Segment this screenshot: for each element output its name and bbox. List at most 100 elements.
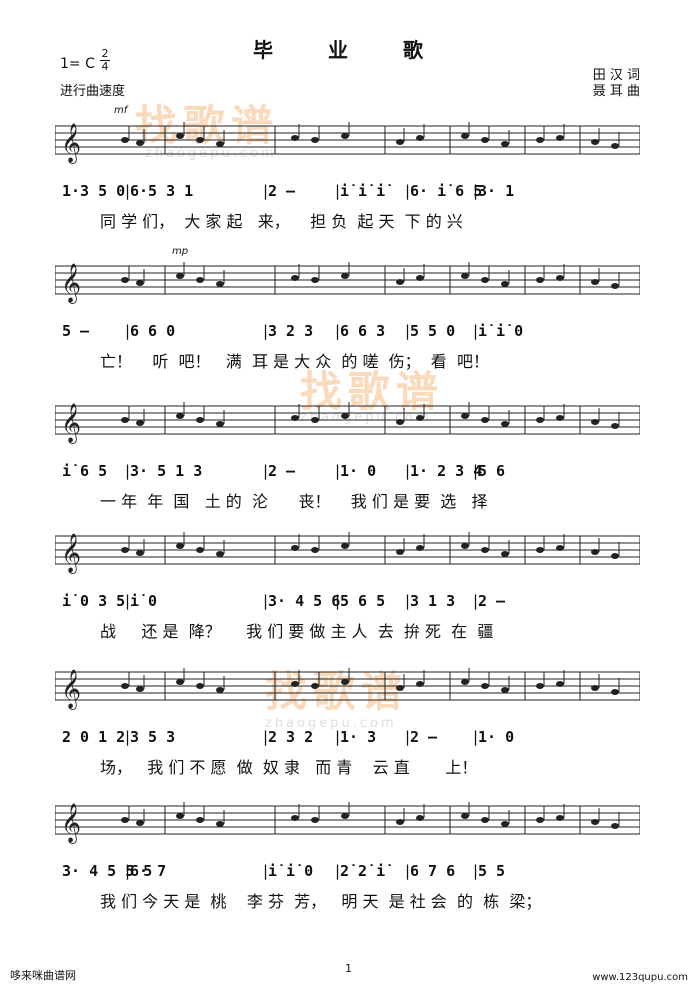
barline: |: [403, 462, 413, 480]
lyrics-row: 场， 我 们 不 愿 做 奴 隶 而 青 云 直 上！: [100, 754, 685, 777]
barline: |: [403, 728, 413, 746]
key-signature: 1= C: [60, 56, 95, 72]
barline: |: [471, 322, 481, 340]
measure-numbers: 3· 1: [478, 182, 515, 200]
barline: |: [471, 728, 481, 746]
barline: |: [471, 862, 481, 880]
svg-text:𝄞: 𝄞: [61, 533, 81, 574]
measure-numbers: 5 –: [62, 322, 90, 340]
footer-site-name: 哆来咪曲谱网: [10, 969, 76, 982]
barline: |: [261, 728, 271, 746]
barline: |: [403, 322, 413, 340]
measure-numbers: 6 6 0: [130, 322, 176, 340]
barline: |: [333, 182, 343, 200]
measure-numbers: 3 2 3: [268, 322, 314, 340]
barline: |: [123, 462, 133, 480]
barline: |: [123, 862, 133, 880]
watermark-logo: 找歌谱: [265, 667, 410, 716]
measure-numbers: i̇ i̇ 0: [268, 862, 314, 880]
lyricist: 田 汉 词: [592, 68, 640, 83]
tempo-marking: 进行曲速度: [60, 84, 126, 99]
dynamic-mp: mp: [172, 246, 189, 257]
barline: |: [333, 592, 343, 610]
barline: |: [261, 862, 271, 880]
measure-numbers: 2 3 2: [268, 728, 314, 746]
measure-numbers: i̇ 6 5: [62, 462, 108, 480]
barline: |: [403, 182, 413, 200]
dynamic-mf: mf: [114, 105, 128, 116]
lyrics-row: 战 还 是 降？ 我 们 要 做 主 人 去 拚 死 在 疆: [100, 618, 685, 641]
measure-numbers: 2 –: [410, 728, 438, 746]
lyrics-row: 亡！ 听 吧！ 满 耳 是 大 众 的 嗟 伤； 看 吧！: [100, 348, 685, 371]
measure-numbers: 3· 5 1 3: [130, 462, 203, 480]
composer: 聂 耳 曲: [592, 84, 640, 99]
numbered-notation-row: 2 0 1 2|3 5 3|2 3 2|1· 3|2 –|1· 0: [55, 728, 640, 750]
time-bottom: 4: [101, 60, 109, 73]
measure-numbers: 2 –: [478, 592, 506, 610]
lyrics-text: 我 们 今 天 是 桃 李 芬 芳， 明 天 是 社 会 的 栋 梁；: [100, 892, 542, 911]
measure-numbers: 6· i̇ 6 5: [410, 182, 483, 200]
time-signature: 2 4: [100, 48, 110, 73]
watermark-logo: 找歌谱: [300, 367, 445, 416]
staff: 𝄞: [55, 664, 640, 712]
lyrics-text: 一 年 年 国 土 的 沦 丧！ 我 们 是 要 选 择: [100, 492, 488, 511]
measure-numbers: 5 6: [478, 462, 506, 480]
measure-numbers: 2 0 1 2: [62, 728, 126, 746]
page-number: 1: [345, 962, 352, 975]
numbered-notation-row: i̇ 6 5|3· 5 1 3|2 –|1· 0|1· 2 3 4|5 6: [55, 462, 640, 484]
measure-numbers: 1· 3: [340, 728, 377, 746]
measure-numbers: 1· 0: [340, 462, 377, 480]
measure-numbers: 5 5 0: [410, 322, 456, 340]
measure-numbers: i̇ i̇ 0: [478, 322, 524, 340]
measure-numbers: 6· 7: [130, 862, 167, 880]
barline: |: [261, 592, 271, 610]
numbered-notation-row: 1·3 5 0|6·5 3 1|2 –|i̇ i̇ i̇|6· i̇ 6 5|3…: [55, 182, 640, 204]
lyrics-row: 我 们 今 天 是 桃 李 芬 芳， 明 天 是 社 会 的 栋 梁；: [100, 888, 685, 911]
barline: |: [123, 728, 133, 746]
measure-numbers: 3· 4 5 5 5: [62, 862, 153, 880]
svg-text:𝄞: 𝄞: [61, 403, 81, 444]
barline: |: [123, 182, 133, 200]
measure-numbers: 6 7 6: [410, 862, 456, 880]
staff: 𝄞: [55, 398, 640, 446]
lyrics-text: 战 还 是 降？ 我 们 要 做 主 人 去 拚 死 在 疆: [100, 622, 494, 641]
measure-numbers: 5 5: [478, 862, 506, 880]
barline: |: [471, 592, 481, 610]
measure-numbers: 6·5 3 1: [130, 182, 194, 200]
measure-numbers: i̇ i̇ i̇: [340, 182, 386, 200]
barline: |: [403, 592, 413, 610]
staff: 𝄞: [55, 528, 640, 576]
barline: |: [261, 322, 271, 340]
barline: |: [333, 862, 343, 880]
measure-numbers: 1·3 5 0: [62, 182, 126, 200]
measure-numbers: 6 6 3: [340, 322, 386, 340]
measure-numbers: 3 5 3: [130, 728, 176, 746]
svg-text:𝄞: 𝄞: [61, 263, 81, 304]
barline: |: [333, 462, 343, 480]
lyrics-text: 亡！ 听 吧！ 满 耳 是 大 众 的 嗟 伤； 看 吧！: [100, 352, 489, 371]
staff: 𝄞: [55, 118, 640, 166]
svg-text:𝄞: 𝄞: [61, 669, 81, 710]
lyrics-text: 同 学 们， 大 家 起 来， 担 负 起 天 下 的 兴: [100, 212, 463, 231]
barline: |: [471, 462, 481, 480]
footer-url: www.123qupu.com: [592, 972, 688, 983]
measure-numbers: i̇ 0: [130, 592, 158, 610]
staff: 𝄞: [55, 258, 640, 306]
song-title: 毕 业 歌: [253, 38, 447, 62]
barline: |: [123, 592, 133, 610]
measure-numbers: 1· 0: [478, 728, 515, 746]
barline: |: [333, 322, 343, 340]
barline: |: [261, 182, 271, 200]
numbered-notation-row: i̇ 0 3 5|i̇ 0|3· 4 5 6|5 6 5|3 1 3|2 –: [55, 592, 640, 614]
barline: |: [261, 462, 271, 480]
svg-text:𝄞: 𝄞: [61, 803, 81, 844]
measure-numbers: i̇ 0 3 5: [62, 592, 126, 610]
lyrics-row: 一 年 年 国 土 的 沦 丧！ 我 们 是 要 选 择: [100, 488, 685, 511]
svg-text:𝄞: 𝄞: [61, 123, 81, 164]
lyrics-row: 同 学 们， 大 家 起 来， 担 负 起 天 下 的 兴: [100, 208, 685, 231]
measure-numbers: 2̇ 2̇ i̇: [340, 862, 386, 880]
measure-numbers: 3 1 3: [410, 592, 456, 610]
watermark-site: zhaogepu.com: [265, 716, 397, 731]
measure-numbers: 2 –: [268, 462, 296, 480]
barline: |: [123, 322, 133, 340]
